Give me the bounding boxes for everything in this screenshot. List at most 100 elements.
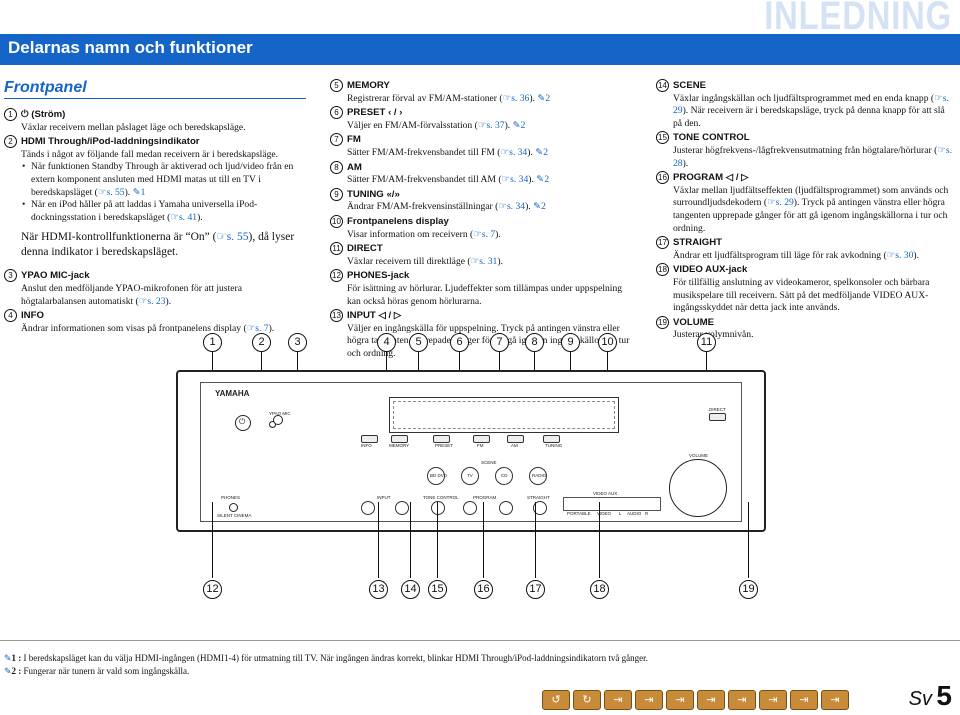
page-reference-icon: ☞ [473,228,482,240]
item-title: HDMI Through/iPod-laddningsindikator [21,136,200,148]
callout: 6 [450,333,469,352]
nav-icon-5[interactable]: ⇥ [666,690,694,710]
input-right-button[interactable] [395,501,409,515]
page-link[interactable]: s. 36 [511,92,530,104]
page-reference-icon: ☞ [502,92,512,104]
item-title: PHONES-jack [347,270,410,282]
video-aux-jacks[interactable] [563,497,661,511]
scene-radio-button[interactable]: RADIO [529,467,547,485]
tone-control-button[interactable] [431,501,445,515]
scene-tv-button[interactable]: TV [461,467,479,485]
item-desc: Sätter FM/AM-frekvensbandet till AM ( [347,174,502,186]
scene-cd-button[interactable]: CD [495,467,513,485]
power-button[interactable] [235,415,251,431]
chapter-title: INLEDNING [764,0,952,38]
page-link[interactable]: s. 29 [775,197,794,209]
bullet-tail: ). [124,186,131,198]
page-link[interactable]: s. 7 [481,228,496,240]
am-button[interactable] [507,435,524,443]
nav-icon-7[interactable]: ⇥ [728,690,756,710]
footnote: ✎1 : I beredskapsläget kan du välja HDMI… [4,652,648,665]
footnote-label: 1 : [11,653,22,663]
desc-tail: ). [682,157,689,169]
desc-tail: ). [504,119,511,131]
item-19: 19 VOLUME Justerar volymnivån. [656,315,956,342]
ypao-label: YPAO MIC [269,411,291,416]
input-left-button[interactable] [361,501,375,515]
callout: 17 [526,580,545,599]
nav-icon-9[interactable]: ⇥ [790,690,818,710]
page-reference-icon: ☞ [500,146,510,158]
volume-knob[interactable] [669,459,727,517]
note-text: När HDMI-kontrollfunktionerna är “On” (☞… [21,230,306,260]
display-window [393,401,615,429]
page-reference-icon: ☞ [501,174,511,186]
item-number: 7 [330,133,343,147]
navigation-buttons: ↺↻⇥⇥⇥⇥⇥⇥⇥⇥ [542,690,852,710]
scene-bd-dvd-button[interactable]: BD DVD [427,467,447,485]
item-title: INFO [21,310,44,322]
fm-button[interactable] [473,435,490,443]
item-number: 16 [656,171,669,185]
straight-label: STRAIGHT [527,495,550,500]
page-link[interactable]: s. 55 [106,186,125,198]
page-reference-icon: ☞ [216,231,227,244]
footnote: ✎2 : Fungerar när tunern är vald som ing… [4,665,648,678]
desc-tail: ). [913,249,919,261]
page-reference-icon: ☞ [886,249,896,261]
subsection-rule [4,98,306,99]
page-link[interactable]: s. 41 [178,211,198,223]
item-title: VIDEO AUX-jack [673,264,748,276]
audio-label: AUDIO [627,511,642,516]
item-desc: Väljer en FM/AM-förvalsstation ( [347,119,478,131]
page-link[interactable]: s. 31 [479,255,498,267]
page-link[interactable]: s. 34 [509,146,528,158]
memory-button[interactable] [391,435,408,443]
callout: 11 [697,333,716,352]
program-left-button[interactable] [463,501,477,515]
page-link[interactable]: s. 55 [226,231,249,244]
page-link[interactable]: s. 37 [486,119,505,131]
item-3: 3 YPAO MIC-jack Anslut den medföljande Y… [4,269,306,308]
nav-icon-8[interactable]: ⇥ [759,690,787,710]
desc-tail: ). [268,322,275,334]
item-15: 15 TONE CONTROL Justerar högfrekvens-/lå… [656,131,956,170]
item-title: FM [347,134,361,146]
preset-label: PRESET [435,443,454,448]
brand-logo: YAMAHA [215,389,250,398]
page-link[interactable]: s. 28 [673,144,953,169]
ypao-mic-jack[interactable] [273,415,283,425]
hint-icon: ✎1 [132,186,146,198]
phones-jack[interactable] [229,503,238,512]
tuning-button[interactable] [543,435,560,443]
footnote-text: I beredskapsläget kan du välja HDMI-ingå… [23,653,648,663]
page-link[interactable]: s. 29 [673,92,949,117]
nav-icon-2[interactable]: ↻ [573,690,601,710]
page-link[interactable]: s. 23 [147,295,166,307]
page-link[interactable]: s. 34 [510,174,529,186]
program-label: PROGRAM [473,495,497,500]
item-desc: Tänds i något av följande fall medan rec… [21,148,279,160]
direct-button[interactable] [709,413,726,421]
page-link[interactable]: s. 7 [255,322,269,334]
item-number: 14 [656,79,669,92]
nav-icon-10[interactable]: ⇥ [821,690,849,710]
nav-icon-4[interactable]: ⇥ [635,690,663,710]
item-16: 16 PROGRAM ◁ / ▷ Växlar mellan ljudfälts… [656,171,956,235]
am-label: AM [511,443,518,448]
hint-icon: ✎2 [535,146,549,158]
straight-button[interactable] [533,501,547,515]
receiver-front-panel: YAMAHA ⏻ YPAO MIC INFO MEMORY PRESET FM … [176,370,766,532]
program-right-button[interactable] [499,501,513,515]
info-button[interactable] [361,435,378,443]
item-desc: Växlar mellan ljudfältseffekten (ljudfäl… [673,184,949,209]
leader-line [483,502,484,578]
page-link[interactable]: s. 30 [895,249,914,261]
preset-button[interactable] [433,435,450,443]
nav-icon-1[interactable]: ↺ [542,690,570,710]
item-title: DIRECT [347,243,383,255]
nav-icon-6[interactable]: ⇥ [697,690,725,710]
nav-icon-3[interactable]: ⇥ [604,690,632,710]
item-4: 4 INFO Ändrar informationen som visas på… [4,309,306,335]
page-link[interactable]: s. 34 [506,201,526,213]
